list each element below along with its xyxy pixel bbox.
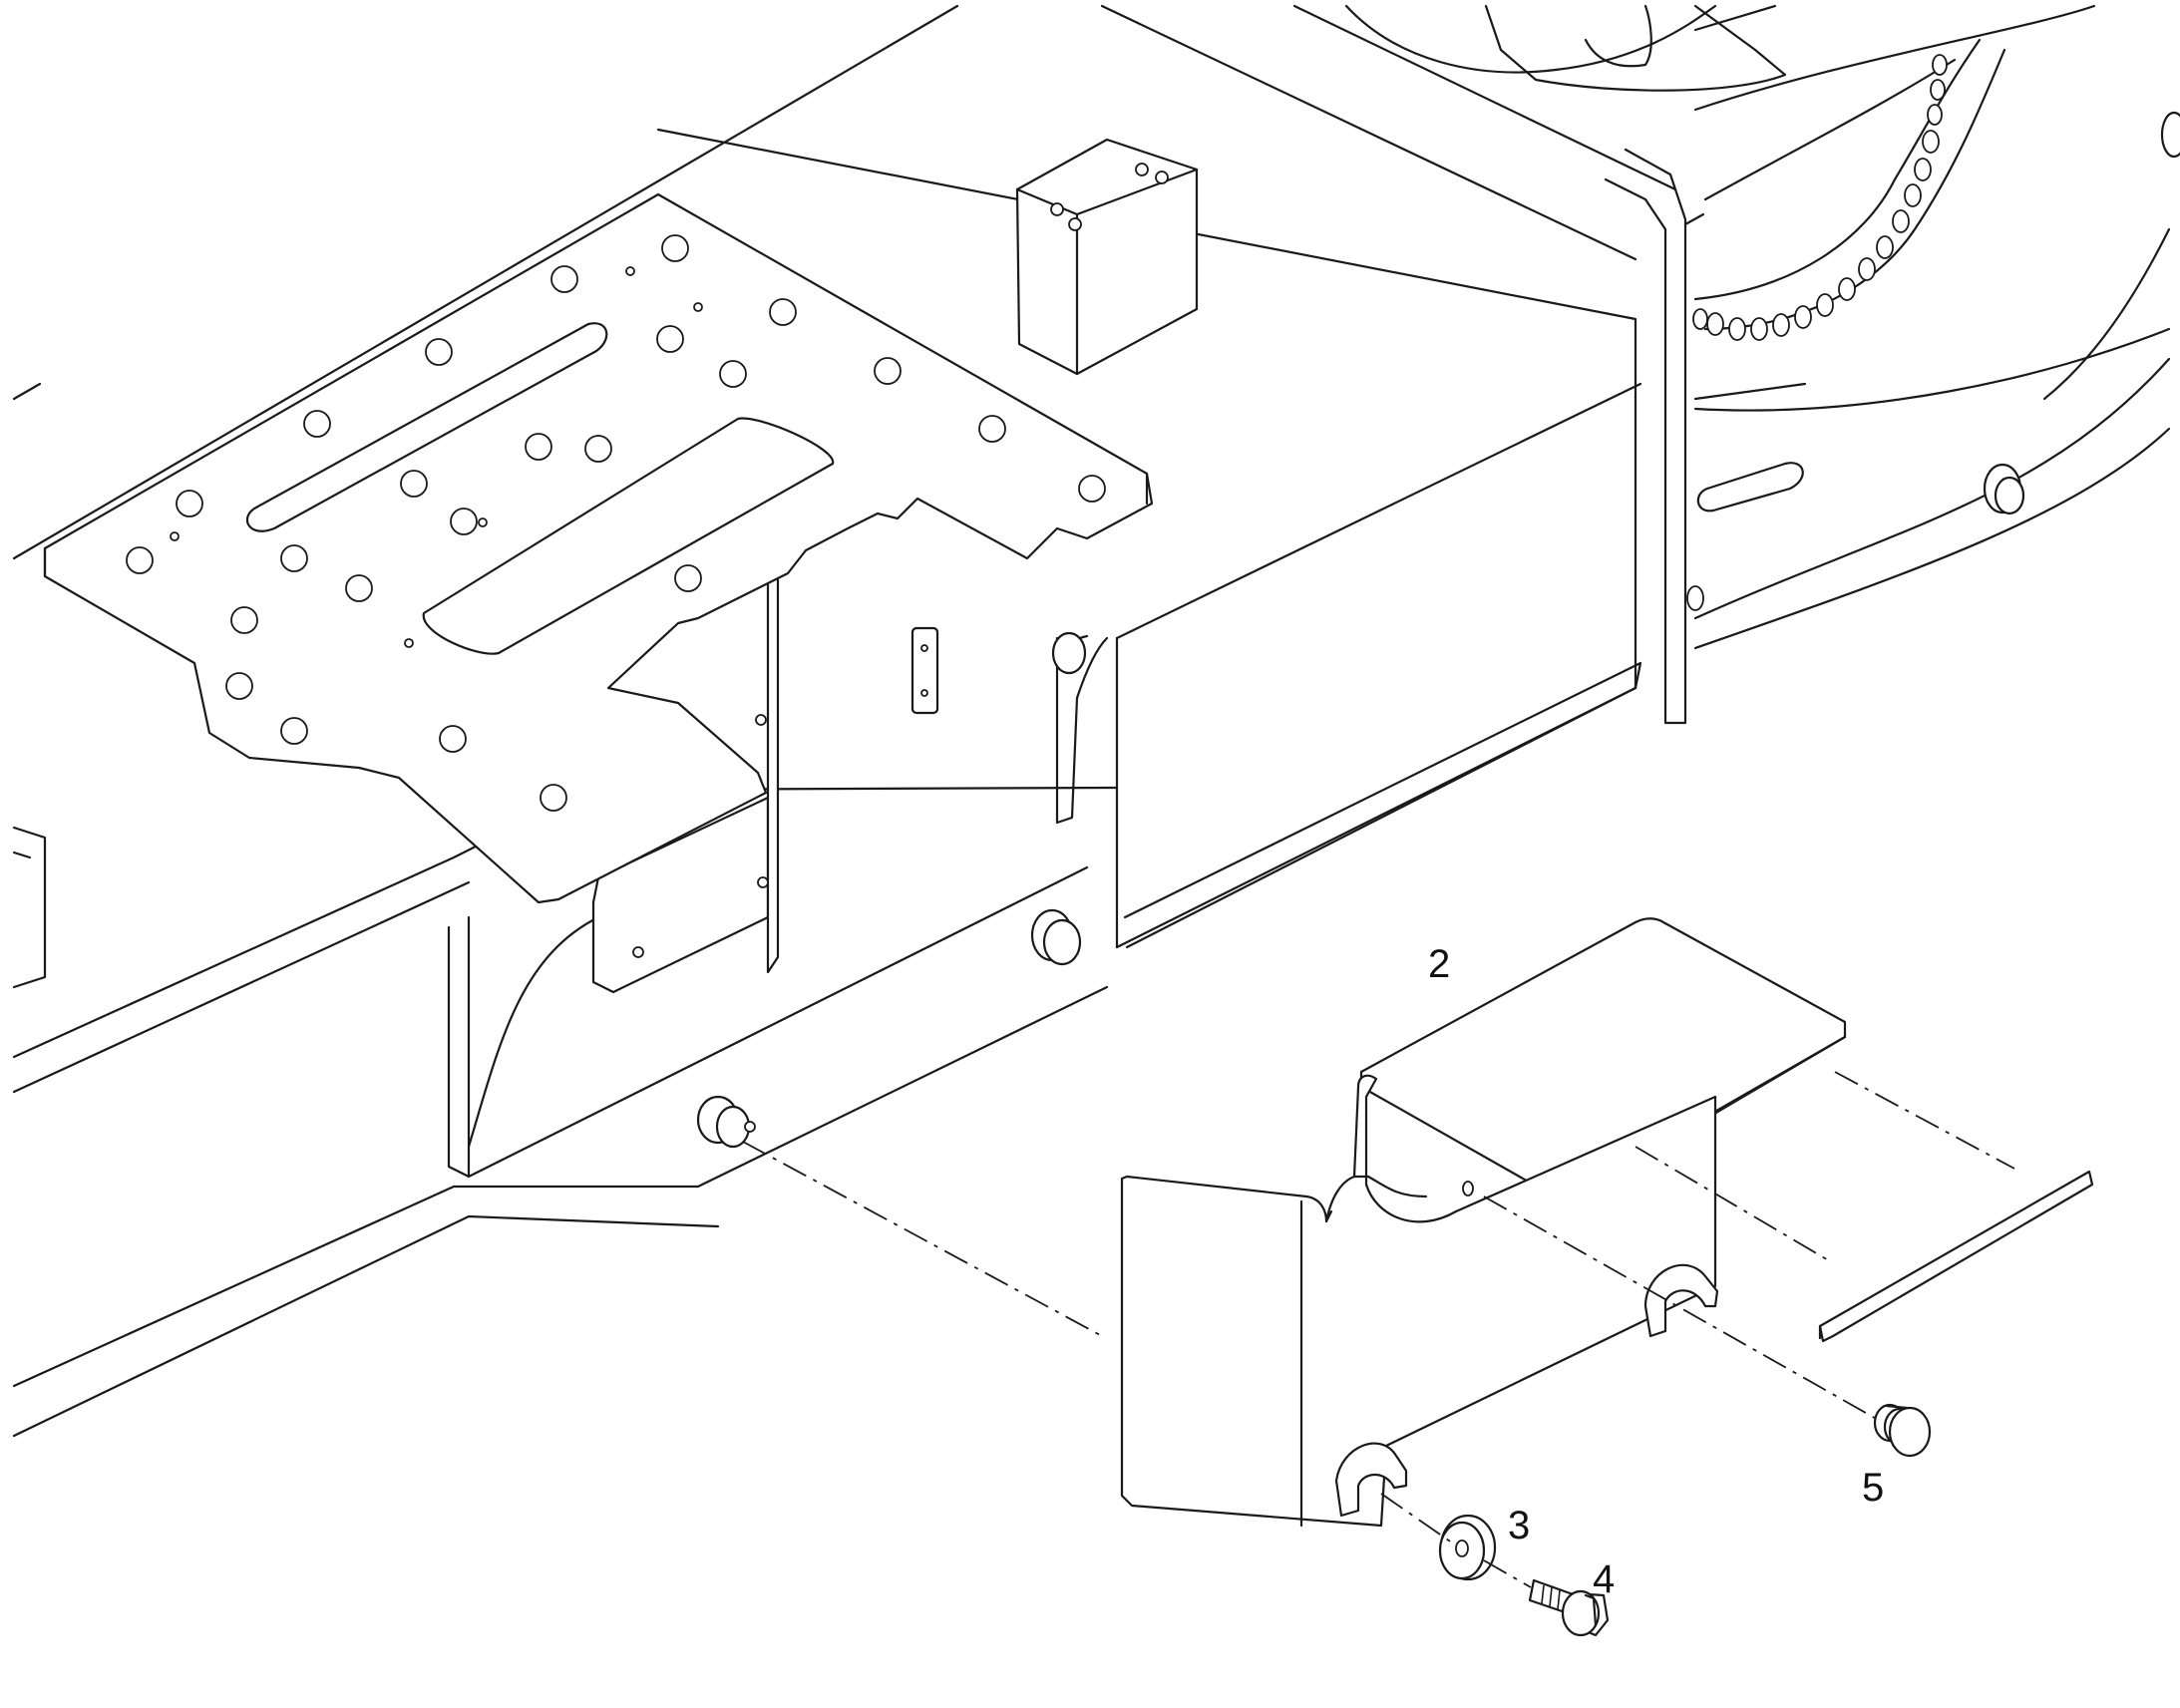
callout-4: 4 bbox=[1593, 1557, 1615, 1601]
cover-guard bbox=[1120, 917, 1847, 1528]
callout-3: 3 bbox=[1508, 1504, 1530, 1547]
callout-2: 2 bbox=[1428, 942, 1450, 986]
callout-5: 5 bbox=[1862, 1466, 1884, 1510]
plate-holes bbox=[126, 234, 1106, 812]
assembly-lines bbox=[742, 1071, 2015, 1588]
wheel-hub bbox=[1344, 4, 2180, 650]
callouts: 2 3 4 5 bbox=[1428, 942, 1884, 1601]
sealing-strip bbox=[1818, 1170, 2094, 1343]
bolt bbox=[1528, 1578, 1610, 1637]
hub-bolt-holes bbox=[1692, 54, 1948, 341]
top-block bbox=[1015, 138, 1199, 376]
perforated-plate bbox=[43, 192, 1154, 904]
washer bbox=[1438, 1514, 1497, 1581]
plug bbox=[1873, 1403, 1932, 1458]
